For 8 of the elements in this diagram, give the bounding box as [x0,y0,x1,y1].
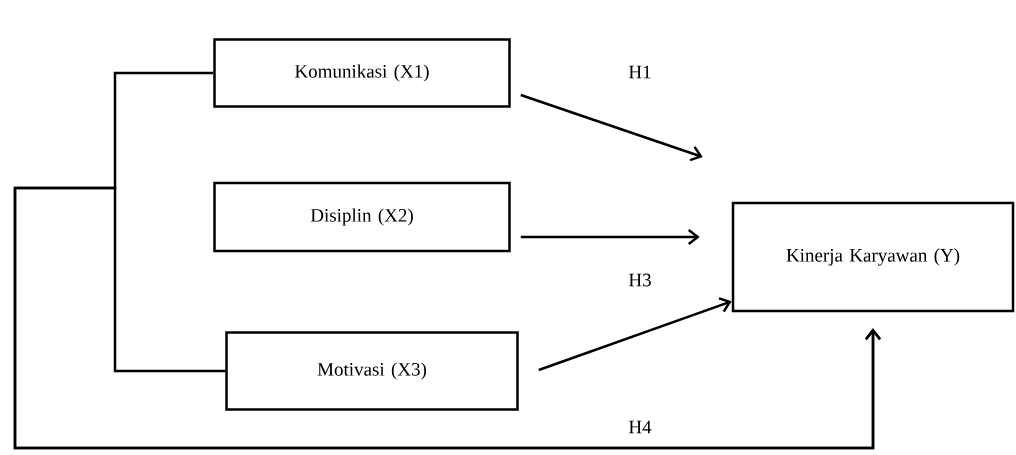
variable-box: Komunikasi (X1) [213,38,511,108]
arrow [538,297,732,372]
arrow [13,186,881,450]
arrow [520,93,703,162]
variable-box: Motivasi (X3) [225,331,519,411]
variable-box: Disiplin (X2) [213,181,511,253]
arrow [520,229,700,245]
variable-box: Kinerja Karyawan (Y) [731,201,1015,313]
